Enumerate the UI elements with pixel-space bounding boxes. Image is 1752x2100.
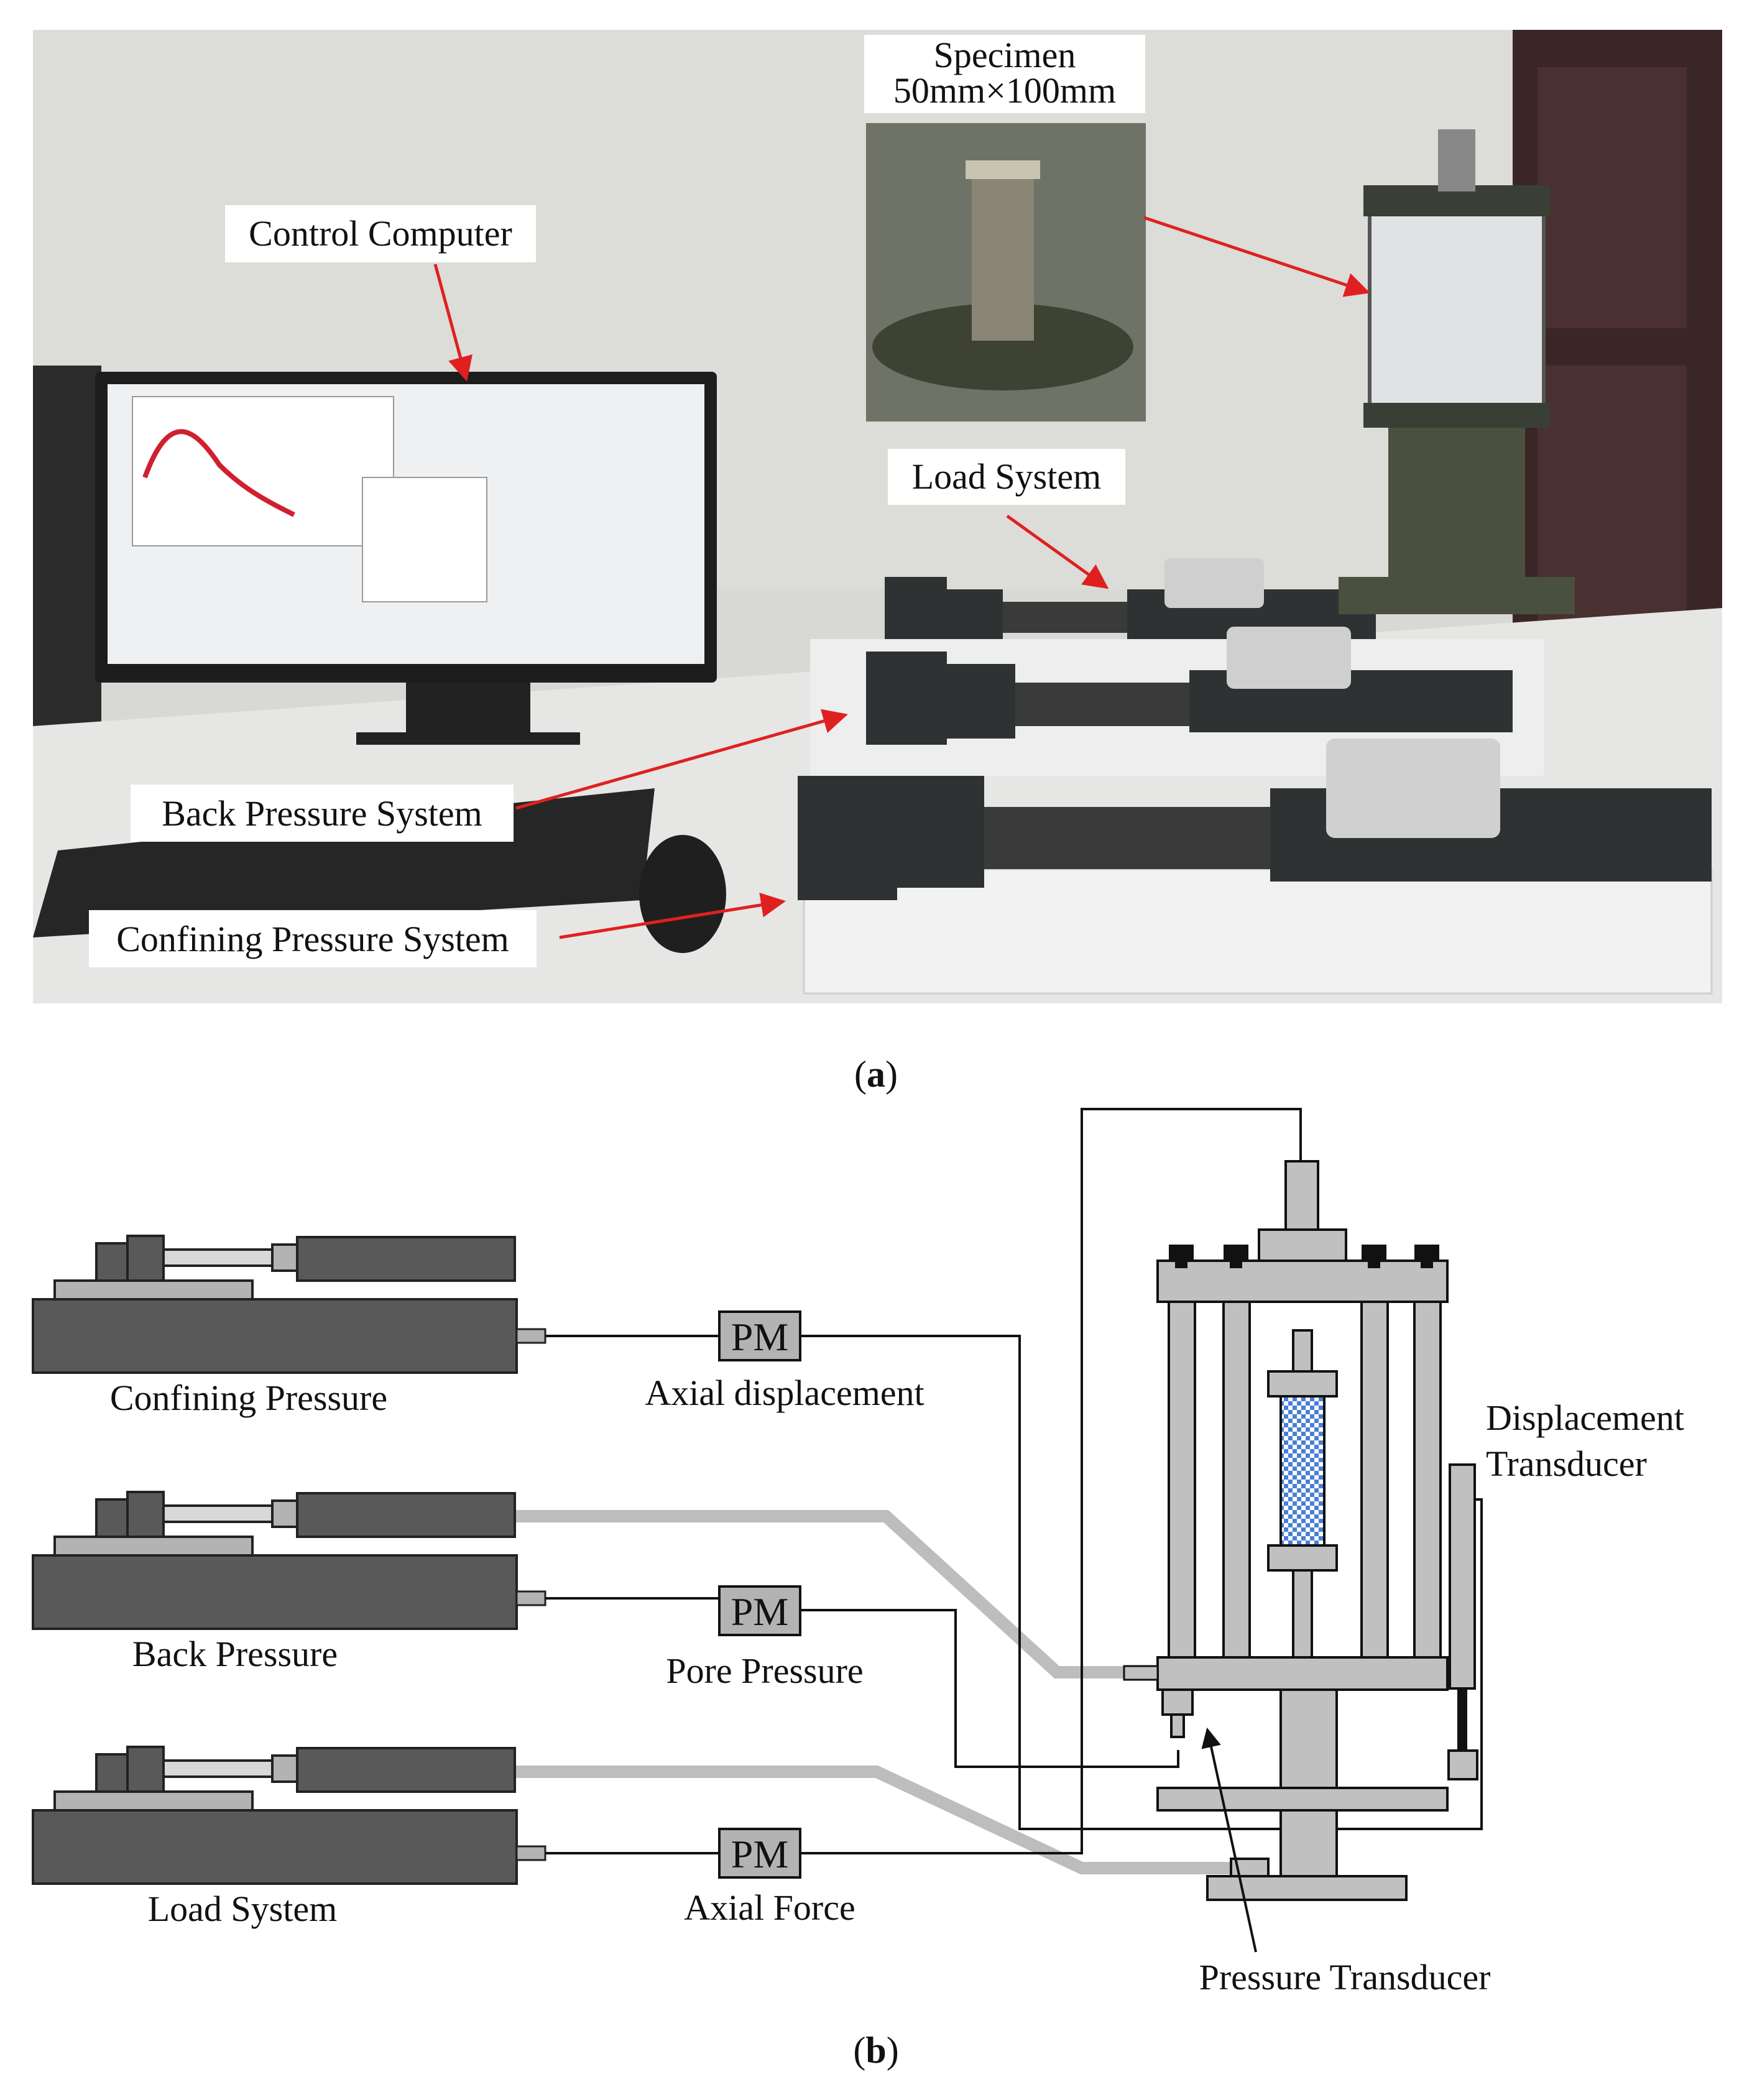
caption-a-open: ( (854, 1054, 867, 1095)
wire-pore-pressure (800, 1609, 1179, 1768)
caption-a: (a) (854, 1054, 898, 1095)
triaxial-cell-photo (1339, 129, 1575, 614)
pm-axial-displacement-label: PM (731, 1315, 789, 1359)
callout-specimen: Specimen 50mm×100mm (864, 35, 1370, 297)
pm-pore-pressure-label: PM (731, 1590, 789, 1634)
hose-load-system (516, 1766, 1231, 1874)
callout-confining-pressure: Confining Pressure System (89, 892, 786, 967)
triaxial-cell-schematic (1123, 1160, 1478, 1901)
lab-photo-illustration (33, 30, 1722, 1003)
wire-axial-displacement (800, 1335, 1483, 1830)
pm-axial-force-caption: Axial Force (684, 1887, 855, 1928)
controller-back: Back Pressure (32, 1491, 546, 1674)
callout-control-computer-text: Control Computer (249, 213, 512, 254)
pressure-transducer-label: Pressure Transducer (1199, 1957, 1491, 1997)
pm-axial-displacement-caption: Axial displacement (645, 1373, 924, 1413)
controller-load: Load System (32, 1746, 546, 1929)
pm-pore-pressure-caption: Pore Pressure (666, 1651, 863, 1691)
callout-load-system: Load System (888, 449, 1125, 589)
controller-back-label: Back Pressure (132, 1634, 338, 1674)
callout-load-system-text: Load System (912, 456, 1101, 497)
mouse (639, 835, 726, 953)
hose-back-pressure (516, 1510, 1136, 1679)
wire-axial-force (800, 1108, 1302, 1854)
caption-a-close: ) (885, 1054, 898, 1095)
caption-a-letter: a (867, 1054, 885, 1095)
pm-axial-force: PM Axial Force (545, 1828, 855, 1928)
callout-back-pressure: Back Pressure System (131, 709, 848, 842)
pump-confining-photo (798, 739, 1713, 995)
callout-control-computer: Control Computer (225, 205, 536, 382)
caption-b: (b) (853, 2030, 898, 2071)
callout-back-pressure-text: Back Pressure System (162, 793, 482, 834)
pressure-transducer-arrow (1201, 1727, 1257, 1953)
controller-confining: Confining Pressure (32, 1235, 546, 1418)
lab-photo (33, 30, 1722, 1003)
specimen-schematic (1279, 1395, 1326, 1547)
pm-pore-pressure: PM Pore Pressure (545, 1585, 864, 1691)
controller-confining-label: Confining Pressure (110, 1378, 387, 1418)
caption-b-open: ( (853, 2030, 865, 2071)
pm-axial-displacement: PM Axial displacement (545, 1310, 924, 1413)
callout-confining-pressure-text: Confining Pressure System (116, 919, 509, 959)
monitor (95, 372, 717, 745)
pm-axial-force-label: PM (731, 1832, 789, 1876)
displacement-transducer-label-2: Transducer (1486, 1444, 1647, 1484)
caption-b-letter: b (865, 2030, 886, 2071)
specimen-title-text: Specimen (934, 35, 1076, 75)
specimen-size-text: 50mm×100mm (893, 70, 1116, 111)
specimen-inset (866, 123, 1146, 421)
caption-b-close: ) (887, 2030, 899, 2071)
controller-load-label: Load System (148, 1889, 337, 1929)
displacement-transducer-label-1: Displacement (1486, 1398, 1684, 1438)
